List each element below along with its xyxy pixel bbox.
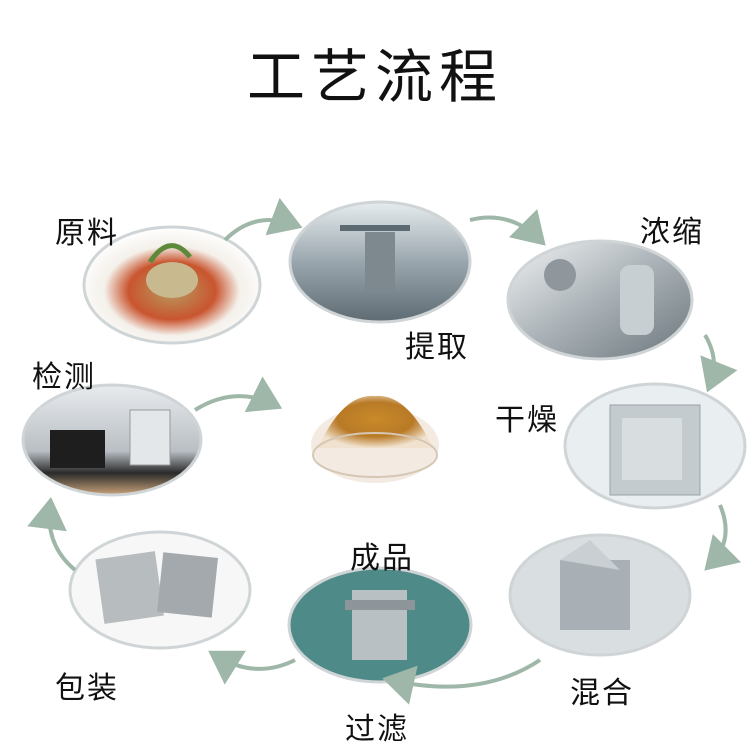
step-mixing-image [508,533,692,657]
step-label-drying: 干燥 [495,403,559,438]
step-label-packaging: 包装 [55,671,119,706]
step-label-finished-product: 成品 [350,541,414,576]
center-powder-image [311,395,439,483]
step-testing-image [21,383,203,497]
step-label-mixing: 混合 [570,676,634,711]
step-extraction-image [288,200,472,324]
step-label-raw-material: 原料 [55,216,119,251]
flow-arrows [27,197,742,705]
step-label-concentration: 浓缩 [640,215,704,250]
step-label-extraction: 提取 [405,330,469,365]
step-concentration-image [506,239,694,361]
step-label-filtration: 过滤 [345,712,409,747]
step-packaging-image [68,530,252,650]
step-filtration-image [287,566,473,684]
page-title: 工艺流程 [246,43,503,111]
step-drying-image [563,382,747,510]
step-raw-material-image [82,225,262,345]
step-label-testing: 检测 [32,360,96,395]
